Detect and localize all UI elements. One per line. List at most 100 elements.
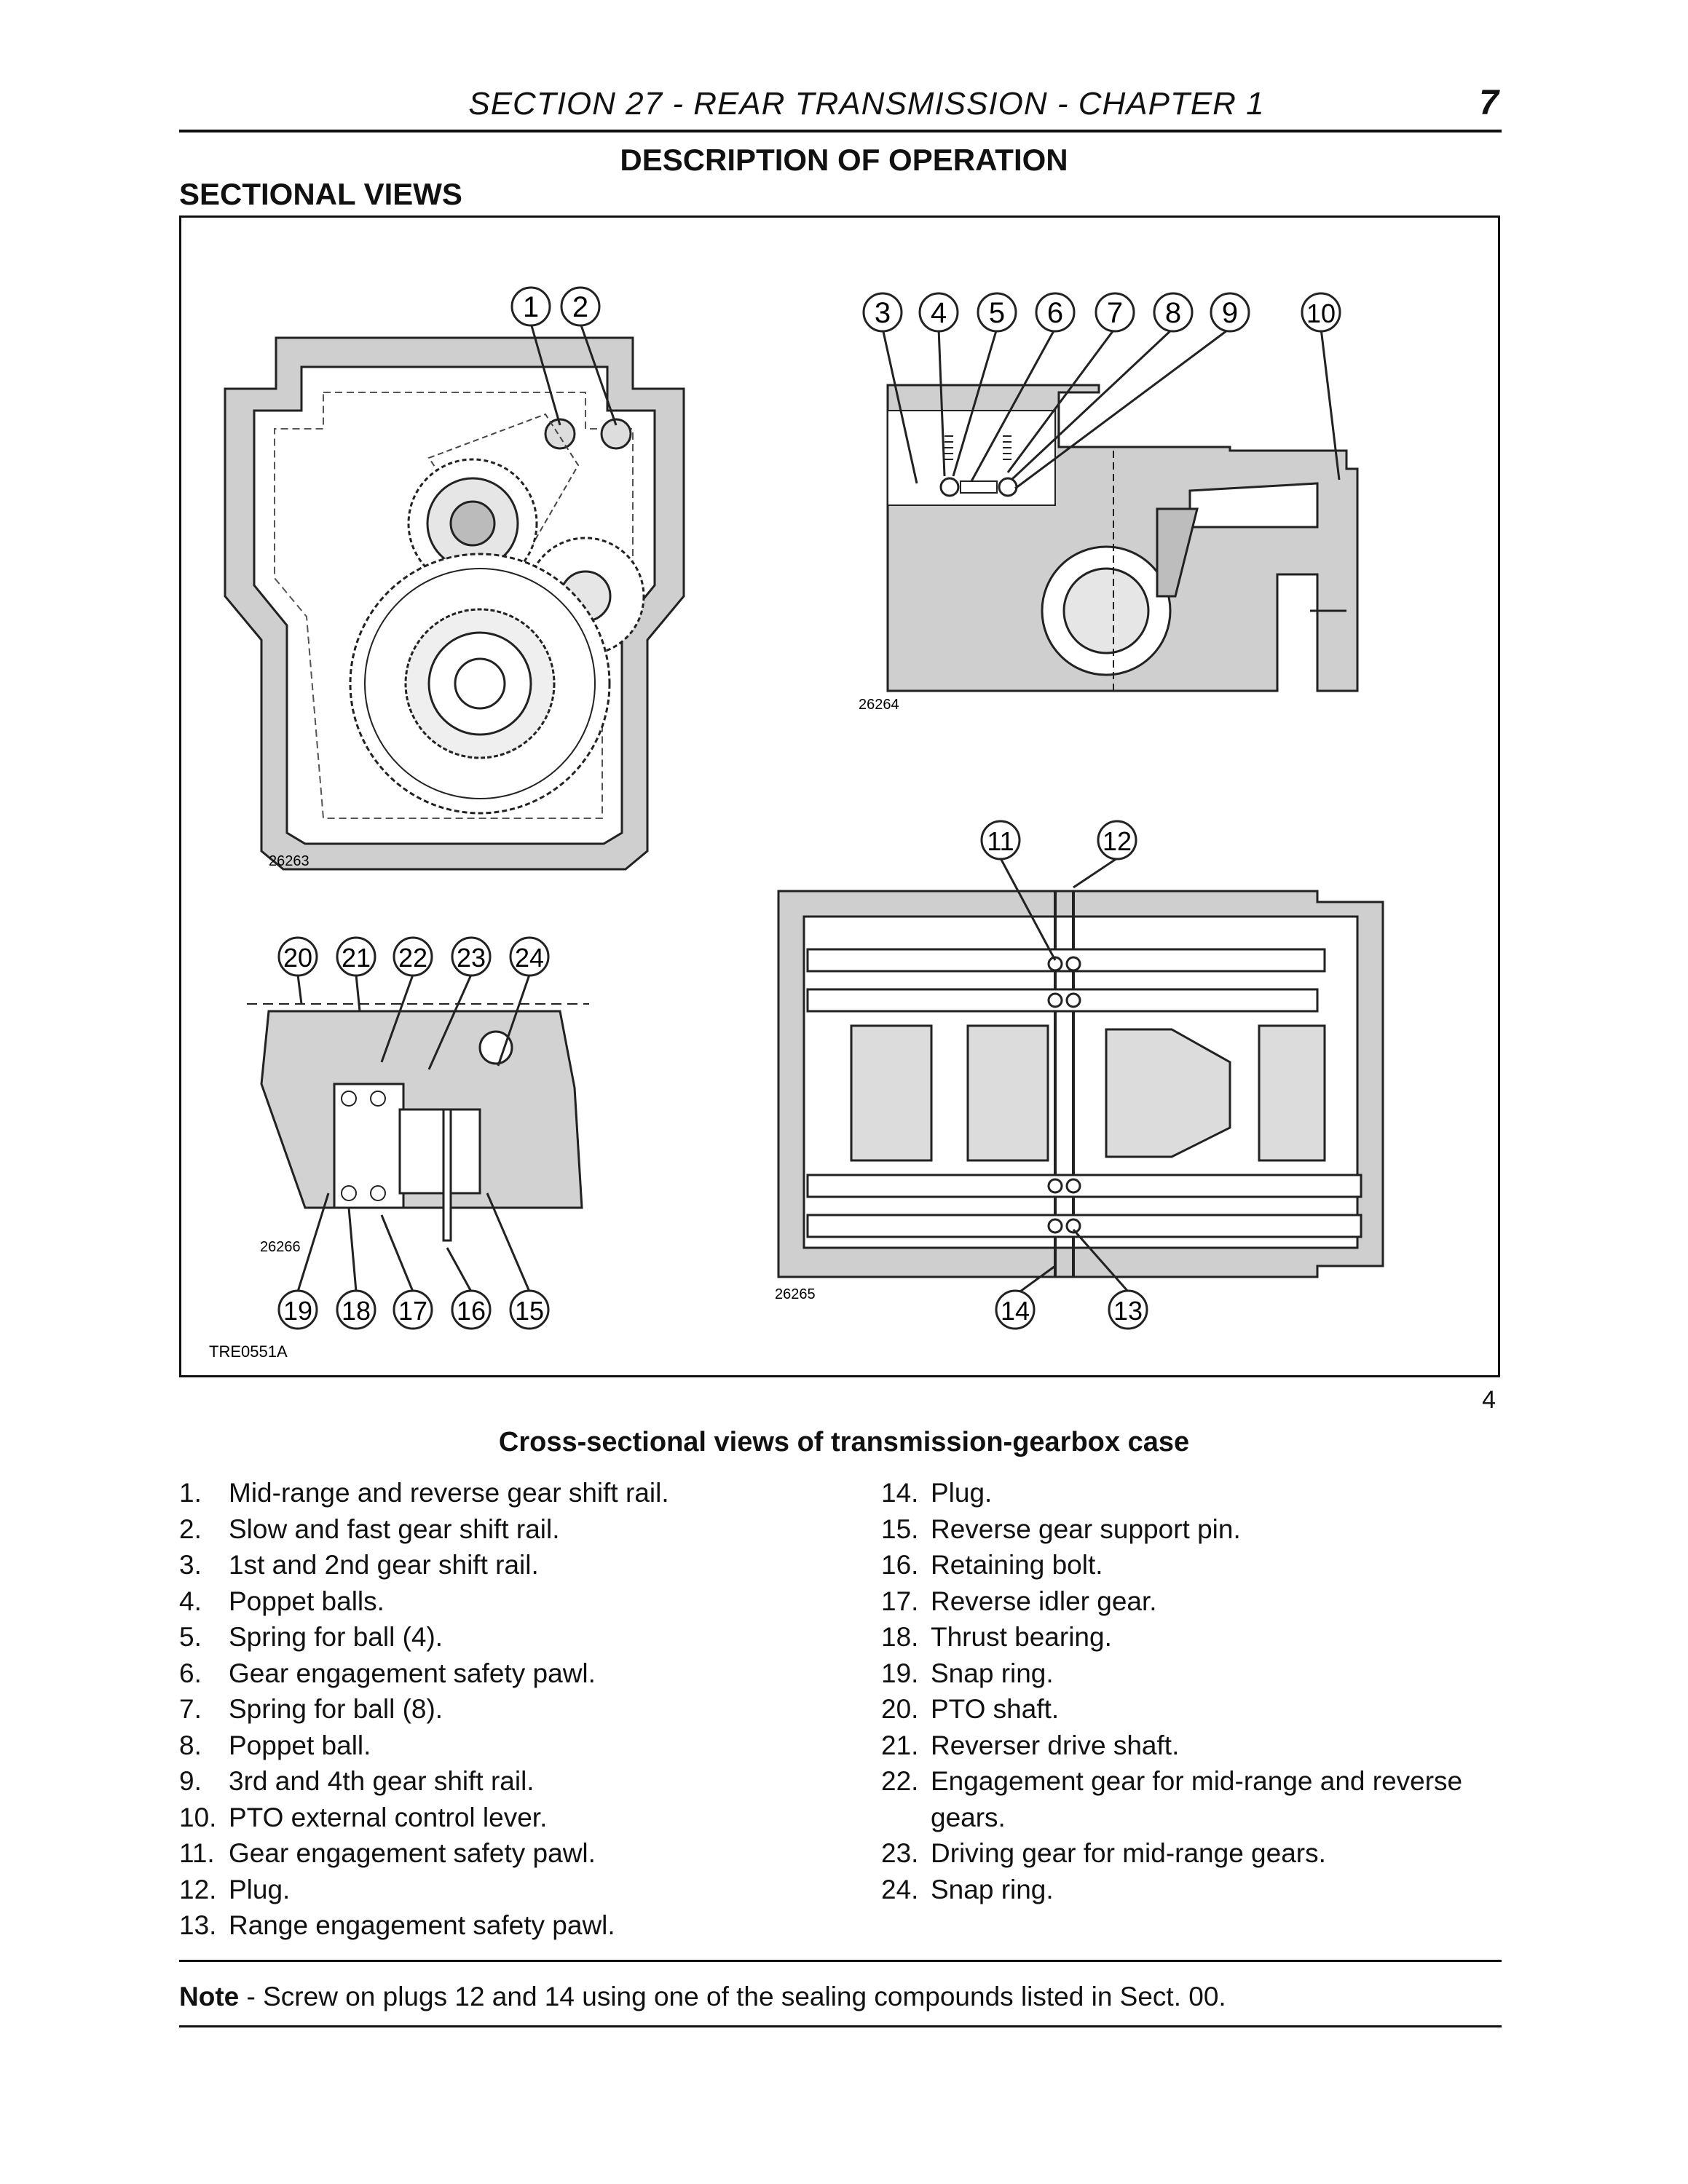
legend-number: 10. — [179, 1802, 217, 1832]
legend-number: 5. — [179, 1622, 202, 1652]
legend-text: Reverse idler gear. — [931, 1586, 1157, 1616]
svg-text:14: 14 — [1001, 1296, 1030, 1326]
legend-number: 16. — [881, 1550, 919, 1580]
svg-text:20: 20 — [283, 943, 312, 973]
legend-number: 22. — [881, 1766, 919, 1796]
callout-4: 4 — [918, 292, 959, 333]
legend-item: 8.Poppet ball. — [179, 1728, 820, 1764]
legend-number: 15. — [881, 1514, 919, 1544]
legend-item: 20.PTO shaft. — [881, 1691, 1500, 1728]
callout-18: 18 — [336, 1289, 376, 1330]
legend-number: 21. — [881, 1730, 919, 1760]
legend-item: 7.Spring for ball (8). — [179, 1691, 820, 1728]
note-label: Note — [179, 1982, 240, 2011]
svg-text:7: 7 — [1107, 297, 1123, 329]
legend-number: 24. — [881, 1874, 919, 1904]
legend-number: 23. — [881, 1838, 919, 1868]
description-title: DESCRIPTION OF OPERATION — [620, 143, 1068, 177]
callout-5: 5 — [977, 292, 1017, 333]
legend-text: Plug. — [229, 1874, 291, 1904]
view-26265: 26265 — [775, 857, 1384, 1302]
svg-text:4: 4 — [931, 297, 947, 329]
figure-number: 4 — [1482, 1386, 1496, 1414]
sectional-views-drawing: 26263 26264 — [209, 286, 1384, 1361]
note-text: - Screw on plugs 12 and 14 using one of … — [239, 1982, 1226, 2011]
svg-text:24: 24 — [515, 943, 544, 973]
sectional-views-title: SECTIONAL VIEWS — [179, 177, 462, 211]
legend-text: Spring for ball (4). — [229, 1622, 443, 1652]
svg-text:19: 19 — [283, 1296, 312, 1326]
svg-text:6: 6 — [1047, 297, 1063, 329]
legend-text: Gear engagement safety pawl. — [229, 1658, 596, 1688]
svg-text:22: 22 — [398, 943, 427, 973]
legend-text: 3rd and 4th gear shift rail. — [229, 1766, 535, 1796]
callout-3: 3 — [862, 292, 903, 333]
code-26264: 26264 — [859, 697, 899, 713]
view-26263: 26263 — [224, 323, 685, 871]
callout-7: 7 — [1095, 292, 1135, 333]
legend-text: Reverse gear support pin. — [931, 1514, 1241, 1544]
svg-text:17: 17 — [398, 1296, 427, 1326]
svg-text:1: 1 — [523, 291, 539, 323]
legend-number: 4. — [179, 1586, 202, 1616]
svg-text:5: 5 — [989, 297, 1005, 329]
legend-item: 2.Slow and fast gear shift rail. — [179, 1511, 820, 1548]
legend-item: 18.Thrust bearing. — [881, 1619, 1500, 1655]
legend-text: Plug. — [931, 1478, 993, 1508]
drawing-code: TRE0551A — [209, 1342, 288, 1361]
svg-text:16: 16 — [457, 1296, 486, 1326]
legend-text: Retaining bolt. — [931, 1550, 1103, 1580]
legend-item: 3.1st and 2nd gear shift rail. — [179, 1547, 820, 1583]
svg-text:12: 12 — [1103, 826, 1132, 856]
callout-12: 12 — [1097, 820, 1137, 860]
legend-text: Spring for ball (8). — [229, 1694, 443, 1724]
legend-item: 21.Reverser drive shaft. — [881, 1728, 1500, 1764]
legend-text: PTO external control lever. — [229, 1802, 548, 1832]
code-26263: 26263 — [269, 853, 309, 869]
legend-text: PTO shaft. — [931, 1694, 1060, 1724]
running-header: SECTION 27 - REAR TRANSMISSION - CHAPTER… — [468, 86, 1265, 122]
legend-number: 8. — [179, 1730, 202, 1760]
callout-20: 20 — [277, 936, 318, 977]
note-rule-top — [179, 1960, 1502, 1962]
legend-left: 1.Mid-range and reverse gear shift rail.… — [179, 1475, 820, 1944]
legend-text: Thrust bearing. — [931, 1622, 1112, 1652]
svg-text:21: 21 — [342, 943, 371, 973]
legend-item: 13.Range engagement safety pawl. — [179, 1907, 820, 1944]
callout-22: 22 — [393, 936, 433, 977]
code-26265: 26265 — [775, 1286, 816, 1302]
legend-item: 1.Mid-range and reverse gear shift rail. — [179, 1475, 820, 1511]
legend-item: 11.Gear engagement safety pawl. — [179, 1835, 820, 1872]
legend-item: 15. Reverse gear support pin. — [881, 1511, 1500, 1548]
legend-item: 19.Snap ring. — [881, 1655, 1500, 1692]
code-26266: 26266 — [260, 1239, 301, 1255]
legend-number: 19. — [881, 1658, 919, 1688]
callout-17: 17 — [393, 1289, 433, 1330]
legend-item: 4. Poppet balls. — [179, 1583, 820, 1620]
legend-item: 5. Spring for ball (4). — [179, 1619, 820, 1655]
legend-item: 10. PTO external control lever. — [179, 1800, 820, 1836]
svg-text:10: 10 — [1306, 298, 1336, 328]
legend-number: 11. — [179, 1838, 215, 1868]
legend-number: 17. — [881, 1586, 919, 1616]
legend-number: 3. — [179, 1550, 202, 1580]
callout-10: 10 — [1301, 292, 1341, 333]
svg-text:9: 9 — [1222, 297, 1238, 329]
figure-frame: 26263 26264 — [179, 215, 1500, 1377]
legend-number: 12. — [179, 1874, 217, 1904]
note-rule-bottom — [179, 2025, 1502, 2027]
svg-text:18: 18 — [342, 1296, 371, 1326]
legend-number: 14. — [881, 1478, 919, 1508]
legend-item: 14. Plug. — [881, 1475, 1500, 1511]
legend-item: 6.Gear engagement safety pawl. — [179, 1655, 820, 1692]
legend-text: Driving gear for mid-range gears. — [931, 1838, 1326, 1868]
callout-13: 13 — [1108, 1289, 1148, 1330]
legend-item: 12. Plug. — [179, 1872, 820, 1908]
legend-number: 2. — [179, 1514, 202, 1544]
svg-text:8: 8 — [1165, 297, 1181, 329]
view-26266: 26266 — [247, 974, 589, 1292]
callout-16: 16 — [451, 1289, 492, 1330]
callout-19: 19 — [277, 1289, 318, 1330]
svg-text:2: 2 — [572, 291, 588, 323]
legend-text: Poppet balls. — [229, 1586, 384, 1616]
